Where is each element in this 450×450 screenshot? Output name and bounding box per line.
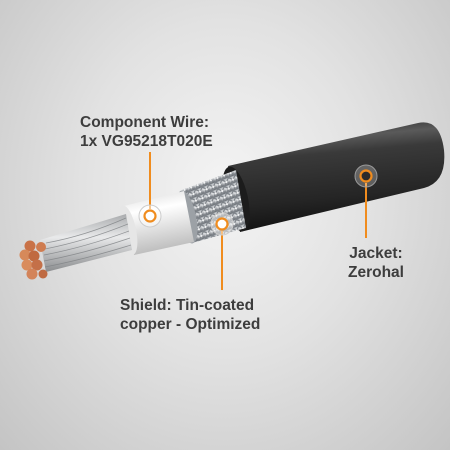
leader-lines xyxy=(149,152,367,290)
shield-label: Shield: Tin-coated copper - Optimized xyxy=(120,296,260,334)
component-wire-label-line2: 1x VG95218T020E xyxy=(80,133,213,150)
jacket-label-line1: Jacket: xyxy=(349,245,403,262)
cable-jacket xyxy=(222,122,445,232)
target-marker-wire xyxy=(138,204,162,228)
cable-conductor xyxy=(19,214,132,280)
shield-label-line1: Shield: Tin-coated xyxy=(120,297,255,314)
copper-strand-ends xyxy=(19,240,48,280)
target-marker-shield xyxy=(210,212,234,236)
shield-label-line2: copper - Optimized xyxy=(120,316,261,333)
component-wire-label: Component Wire: 1x VG95218T020E xyxy=(80,113,213,151)
jacket-label: Jacket: Zerohal xyxy=(331,244,421,282)
component-wire-label-line1: Component Wire: xyxy=(80,114,210,131)
jacket-label-line2: Zerohal xyxy=(348,264,404,281)
target-marker-jacket xyxy=(354,164,378,188)
